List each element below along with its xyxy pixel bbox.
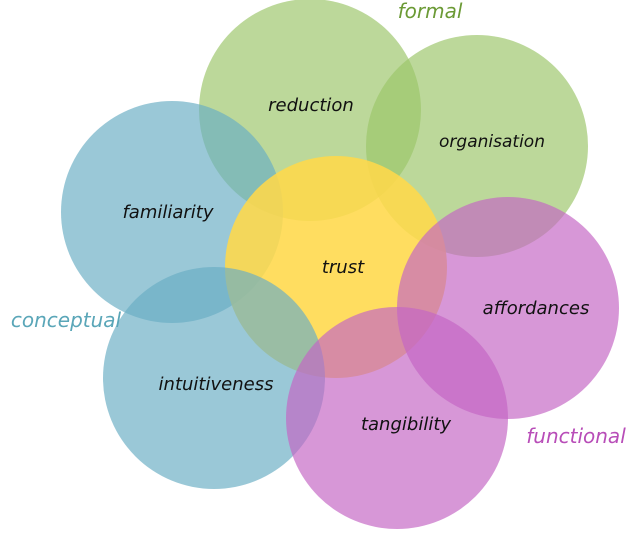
label-reduction: reduction: [268, 95, 354, 116]
label-trust: trust: [322, 257, 365, 278]
label-tangibility: tangibility: [361, 414, 451, 435]
label-familiarity: familiarity: [122, 202, 213, 223]
circle-intuitiveness: [103, 267, 325, 489]
label-intuitiveness: intuitiveness: [159, 374, 274, 395]
label-organisation: organisation: [439, 132, 545, 152]
group-functional: functional: [526, 424, 626, 448]
group-formal: formal: [398, 0, 463, 23]
label-affordances: affordances: [483, 298, 590, 319]
group-conceptual: conceptual: [11, 308, 122, 332]
circle-tangibility: [286, 307, 508, 529]
